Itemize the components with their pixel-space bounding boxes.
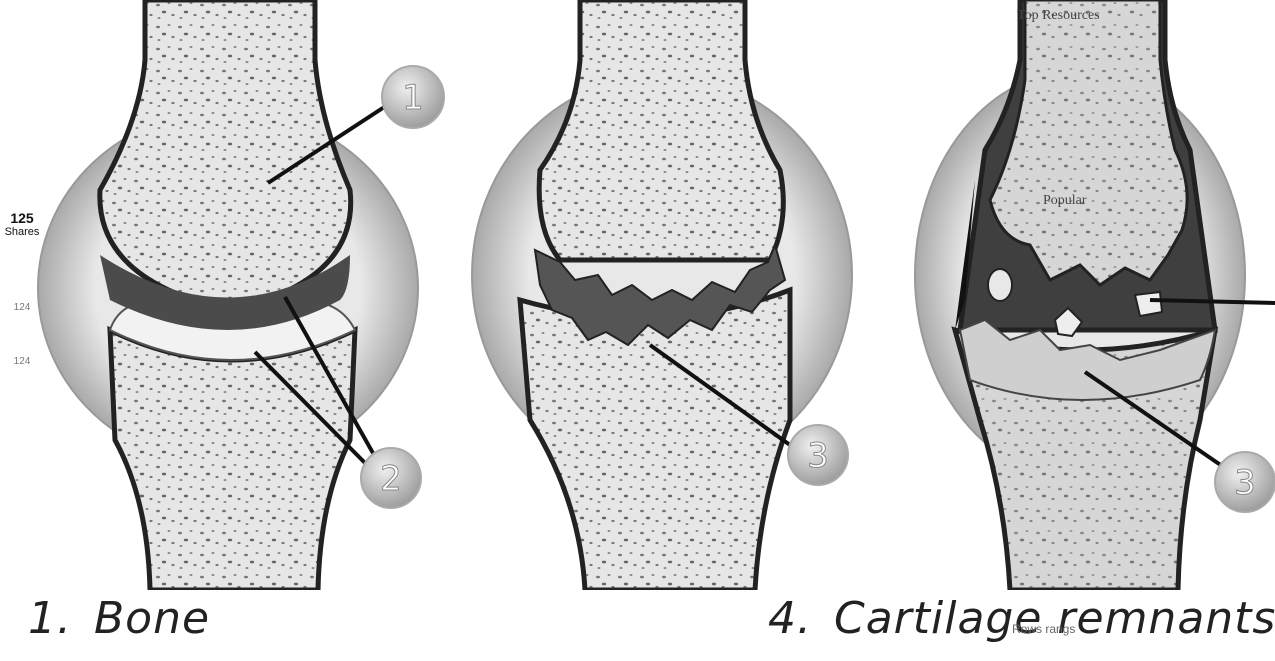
callout-3b: 3 bbox=[1215, 452, 1275, 512]
callout-3: 3 bbox=[788, 425, 848, 485]
joint-healthy bbox=[38, 0, 418, 590]
bone-fragment bbox=[1135, 292, 1162, 316]
callout-label: 3 bbox=[807, 436, 829, 476]
popular-link[interactable]: Popular bbox=[1043, 193, 1087, 209]
faint-overlay-text: Rows rangs bbox=[1012, 622, 1075, 636]
joint-damaged bbox=[472, 0, 852, 590]
callout-label: 2 bbox=[380, 459, 402, 499]
diagram-svg: 1 2 3 3 bbox=[0, 0, 1275, 590]
caption-number: 4. bbox=[768, 593, 812, 644]
share-count-secondary[interactable]: 124 bbox=[0, 302, 44, 313]
share-count: 125 bbox=[0, 210, 44, 226]
share-widget[interactable]: 125 Shares bbox=[0, 210, 44, 238]
bone-fragment bbox=[988, 269, 1012, 301]
callout-1: 1 bbox=[382, 66, 444, 128]
caption-text: Bone bbox=[94, 593, 210, 644]
callout-2: 2 bbox=[361, 448, 421, 508]
callout-label: 3 bbox=[1234, 463, 1256, 503]
share-count-secondary[interactable]: 124 bbox=[0, 356, 44, 367]
caption-number: 1. bbox=[28, 593, 72, 644]
caption-bone: 1. Bone bbox=[28, 593, 210, 644]
lower-bone bbox=[110, 330, 355, 590]
caption-cartilage-remnants: 4. Cartilage remnants bbox=[768, 593, 1275, 644]
share-label: Shares bbox=[0, 226, 44, 238]
top-resources-link[interactable]: Top Resources bbox=[1017, 8, 1100, 24]
caption-text: Cartilage remnants bbox=[834, 593, 1275, 644]
upper-bone bbox=[539, 0, 783, 260]
lower-bone bbox=[520, 290, 790, 590]
callout-label: 1 bbox=[402, 78, 424, 118]
